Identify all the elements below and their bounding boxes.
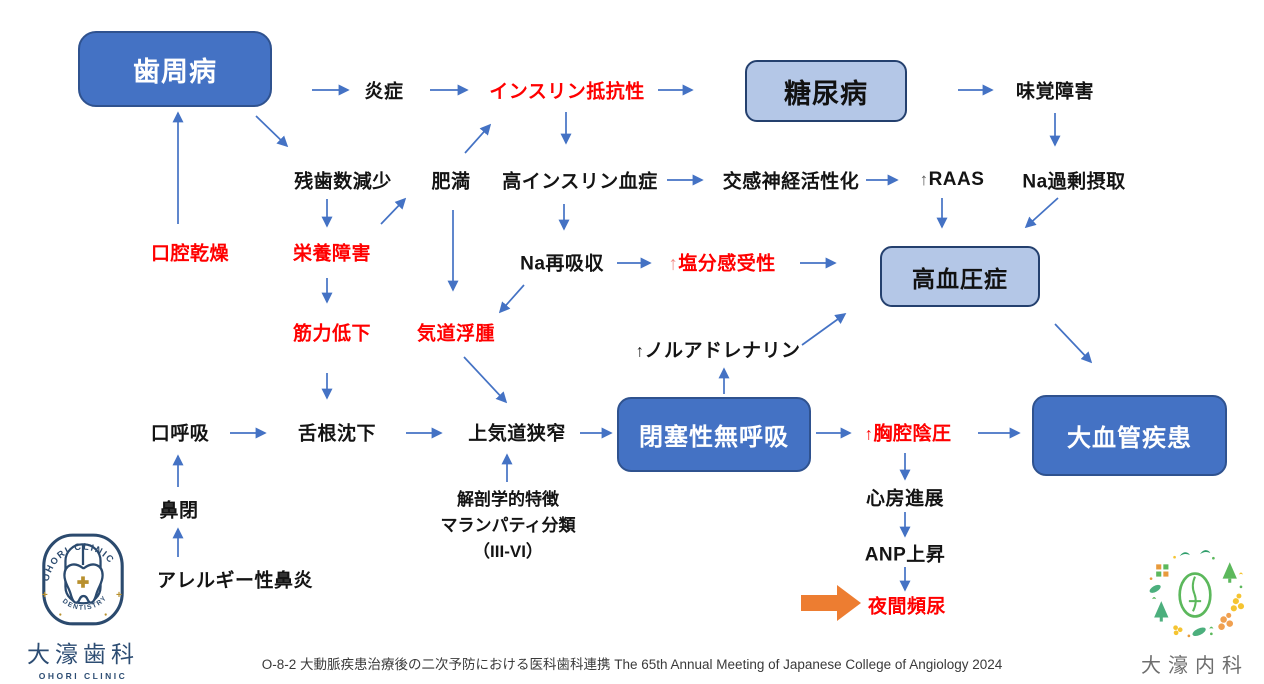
tree-icon xyxy=(1154,601,1169,622)
label-anatomical-features: 解剖学的特徴 マランパティ分類 （III-VI） xyxy=(440,490,576,561)
up-arrow-glyph: ↑ xyxy=(864,424,874,444)
label-sympathetic-activation: 交感神経活性化 xyxy=(722,171,860,193)
label-insulin-resistance: インスリン抵抗性 xyxy=(489,81,645,103)
pond-icon xyxy=(1178,572,1212,618)
sprout-icon xyxy=(1238,572,1244,575)
flower-icon xyxy=(1230,593,1245,612)
dental-badge-icon: OHORI CLINIC DENTISTRY + + xyxy=(41,533,124,626)
label-tongue-base-sinking: 舌根沈下 xyxy=(297,423,377,445)
ohori-dental-clinic-logo: OHORI CLINIC DENTISTRY + + 大濠歯科 OHORI CL… xyxy=(18,531,148,681)
up-arrow-glyph: ↑ xyxy=(668,253,679,275)
label-allergic-rhinitis: アレルギー性鼻炎 xyxy=(156,570,314,592)
building-icon xyxy=(1156,564,1169,577)
arrow-malnutrition-to-obesity xyxy=(380,197,407,225)
bird-icon xyxy=(1179,552,1190,557)
arrow-hypertension-to-macrovascular xyxy=(1054,323,1093,364)
label-hyperinsulinemia: 高インスリン血症 xyxy=(502,171,658,193)
label-obesity: 肥満 xyxy=(431,171,471,193)
node-hypertension[interactable]: 高血圧症 xyxy=(880,246,1040,307)
node-diabetes[interactable]: 糖尿病 xyxy=(745,60,907,122)
label-remaining-teeth: 残歯数減少 xyxy=(294,171,392,193)
label-raas: ↑RAAS xyxy=(919,169,985,190)
svg-text:+: + xyxy=(42,590,48,601)
node-periodontal-disease[interactable]: 歯周病 xyxy=(78,31,272,107)
internal-medicine-name-jp: 大濠内科 xyxy=(1141,655,1249,677)
label-salt-sensitivity: ↑塩分感受性 xyxy=(668,253,776,275)
label-upper-airway-narrowing: 上気道狭窄 xyxy=(468,423,566,445)
label-nasal-obstruction: 鼻閉 xyxy=(159,500,199,522)
arrow-na-reabsorption-to-airway-edema xyxy=(498,284,525,314)
sprout-icon xyxy=(1209,626,1214,629)
label-inflammation: 炎症 xyxy=(364,81,404,103)
arrow-periodontal-to-remaining-teeth xyxy=(255,115,289,148)
arrow-noradrenaline-to-hypertension xyxy=(801,313,847,346)
tree-icon xyxy=(1222,562,1237,583)
up-arrow-glyph: ↑ xyxy=(635,341,645,361)
up-arrow-glyph: ↑ xyxy=(919,170,929,189)
ohori-internal-medicine-logo: 大濠内科 xyxy=(1133,548,1257,678)
label-mouth-breathing: 口呼吸 xyxy=(150,423,210,445)
bird-icon xyxy=(1200,550,1211,555)
label-na-excess-intake: Na過剰摂取 xyxy=(1022,171,1126,193)
dental-clinic-name-jp: 大濠歯科 xyxy=(27,641,139,667)
label-noradrenaline: ↑ノルアドレナリン xyxy=(635,340,801,362)
node-obstructive-apnea[interactable]: 閉塞性無呼吸 xyxy=(617,397,811,472)
presentation-caption: O-8-2 大動脈疾患治療後の二次予防における医科歯科連携 The 65th A… xyxy=(261,657,1003,672)
label-thoracic-negative-pressure: ↑胸腔陰圧 xyxy=(864,423,952,445)
sprout-icon xyxy=(1152,597,1157,600)
label-muscle-weakness: 筋力低下 xyxy=(292,323,372,345)
arrow-obesity-to-insulin-resistance xyxy=(464,123,492,154)
svg-text:+: + xyxy=(116,590,122,601)
arrow-na-intake-to-hypertension xyxy=(1024,197,1059,229)
dental-clinic-name-en: OHORI CLINIC xyxy=(38,671,128,681)
flower-icon xyxy=(1218,612,1234,630)
orange-block-arrow xyxy=(801,585,861,621)
leaf-icon xyxy=(1149,584,1161,593)
label-dry-mouth: 口腔乾燥 xyxy=(150,243,230,265)
label-malnutrition: 栄養障害 xyxy=(292,243,372,265)
label-taste-disorder: 味覚障害 xyxy=(1015,81,1095,103)
label-atrial-extension: 心房進展 xyxy=(865,488,945,510)
label-airway-edema: 気道浮腫 xyxy=(416,323,496,345)
label-nocturia: 夜間頻尿 xyxy=(867,596,947,618)
node-macrovascular-disease[interactable]: 大血管疾患 xyxy=(1032,395,1227,476)
arrow-airway-edema-to-upper-airway xyxy=(463,356,508,404)
flower-icon xyxy=(1173,625,1183,636)
leaf-icon xyxy=(1192,627,1206,637)
label-anp-rise: ANP上昇 xyxy=(864,544,946,566)
nature-wreath-icon xyxy=(1149,550,1245,638)
label-na-reabsorption: Na再吸収 xyxy=(520,253,604,275)
